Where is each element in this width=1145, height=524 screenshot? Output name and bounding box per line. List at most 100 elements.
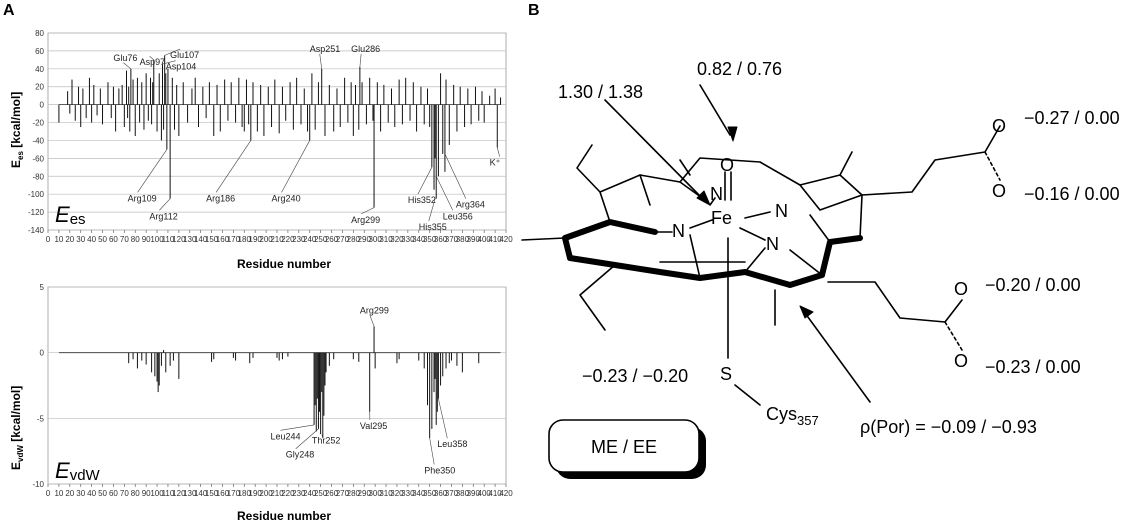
c2-x-tick-label: 140: [194, 489, 208, 498]
c1-x-tick-label: 10: [54, 235, 63, 244]
c2-annotation-leader: [438, 398, 448, 439]
c1-y-tick-label: -80: [32, 172, 44, 181]
c1-x-tick-label: 310: [379, 235, 393, 244]
c1-x-tick-label: 130: [183, 235, 197, 244]
c1-annotation-label: K⁺: [490, 158, 501, 168]
heme-structure: [521, 84, 1001, 479]
c1-y-tick-label: -100: [28, 190, 45, 199]
c2-x-tick-label: 340: [412, 489, 426, 498]
c1-annotation-label: Arg240: [272, 193, 301, 203]
c1-y-tick-label: 20: [35, 83, 44, 92]
c2-x-tick-label: 110: [162, 489, 175, 498]
c1-x-tick-label: 330: [401, 235, 415, 244]
atom-o: O: [720, 155, 734, 175]
c1-y-tick-label: -60: [32, 154, 44, 163]
c2-x-tick-label: 40: [87, 489, 96, 498]
ees-bars: [58, 55, 502, 208]
c2-x-tick-label: 260: [325, 489, 339, 498]
atom-n-right: N: [775, 201, 788, 221]
c1-x-tick-label: 120: [172, 235, 186, 244]
c1-x-tick-label: 260: [325, 235, 339, 244]
c2-x-tick-label: 10: [54, 489, 63, 498]
atom-s: S: [720, 364, 732, 384]
c1-annotation-leader: [149, 56, 154, 61]
c1-x-tick-label: 90: [142, 235, 151, 244]
por-bond-1: [562, 219, 658, 241]
fe-n-back: [709, 197, 716, 206]
c1-annotation-leader: [417, 167, 433, 195]
c1-y-tick-label: -120: [28, 208, 45, 217]
c2-x-tick-label: 60: [109, 489, 118, 498]
c1-x-tick-label: 370: [445, 235, 459, 244]
ees-x-axis-label: Residue number: [237, 257, 331, 271]
c2-x-tick-label: 150: [205, 489, 219, 498]
oxo-arrow-line: [699, 84, 731, 136]
c2-x-tick-label: 350: [423, 489, 437, 498]
por-bond-12: [809, 214, 831, 243]
por-arrow-line: [804, 312, 871, 403]
c2-y-tick-label: -5: [37, 414, 45, 423]
c1-annotation-leader: [359, 53, 362, 68]
carboxyl-bot-1-value: −0.20 / 0.00: [985, 275, 1081, 295]
fe-arrow-line: [604, 99, 703, 199]
c2-x-tick-label: 370: [445, 489, 459, 498]
c1-x-tick-label: 270: [336, 235, 350, 244]
c2-x-tick-label: 220: [281, 489, 295, 498]
c1-x-tick-label: 200: [259, 235, 273, 244]
atom-n-back: N: [710, 184, 723, 204]
c2-x-tick-label: 130: [183, 489, 197, 498]
panel-b-letter: B: [528, 2, 540, 19]
c1-x-tick-label: 190: [249, 235, 263, 244]
c2-y-tick-label: 5: [40, 283, 45, 292]
legend-box-label: ME / EE: [591, 437, 657, 457]
c2-x-tick-label: 410: [488, 489, 502, 498]
c1-y-tick-label: -140: [28, 226, 45, 235]
c1-x-tick-label: 410: [488, 235, 502, 244]
por-arrowhead: [799, 305, 814, 319]
evdw-y-axis-label: EvdW [kcal/mol]: [9, 386, 25, 470]
c2-annotation-label: Phe350: [424, 465, 455, 475]
c1-x-tick-label: 70: [120, 235, 129, 244]
c1-x-tick-label: 250: [314, 235, 328, 244]
c1-annotation-label: Glu107: [170, 50, 199, 60]
c1-x-tick-label: 380: [456, 235, 470, 244]
c2-x-tick-label: 270: [336, 489, 350, 498]
c2-x-tick-label: 200: [259, 489, 273, 498]
c1-annotation-label: His352: [408, 195, 436, 205]
carboxyl-bot-2-value: −0.23 / 0.00: [985, 357, 1081, 377]
cys-label: Cys357: [766, 404, 819, 428]
por-back: [599, 157, 863, 239]
c1-x-tick-label: 320: [390, 235, 404, 244]
atom-o-top-2: O: [992, 181, 1006, 201]
c1-y-tick-label: -20: [32, 119, 44, 128]
c1-annotation-leader: [215, 140, 252, 193]
c1-x-tick-label: 40: [87, 235, 96, 244]
c1-x-tick-label: 150: [205, 235, 219, 244]
c2-x-tick-label: 0: [46, 489, 51, 498]
c1-annotation-leader: [361, 207, 375, 215]
c2-annotation-label: Gly248: [286, 450, 315, 460]
fe-value: 1.30 / 1.38: [558, 82, 643, 102]
por-bond-3: [819, 235, 863, 278]
c2-x-tick-label: 330: [401, 489, 415, 498]
c1-x-tick-label: 180: [238, 235, 252, 244]
por-bond-10: [744, 247, 766, 273]
c1-x-tick-label: 30: [76, 235, 85, 244]
por-value: ρ(Por) = −0.09 / −0.93: [860, 417, 1037, 437]
c1-annotation-leader: [428, 198, 436, 222]
c1-x-tick-label: 210: [270, 235, 284, 244]
methyl-right: [839, 151, 853, 176]
atom-fe: Fe: [711, 208, 732, 228]
c2-annotation-label: Leu358: [437, 439, 467, 449]
c2-x-tick-label: 50: [98, 489, 107, 498]
c2-x-tick-label: 120: [172, 489, 186, 498]
c2-x-tick-label: 290: [358, 489, 372, 498]
c2-x-tick-label: 360: [434, 489, 448, 498]
c2-x-tick-label: 250: [314, 489, 328, 498]
c1-annotation-label: Arg186: [206, 193, 235, 203]
c2-x-tick-label: 380: [456, 489, 470, 498]
c2-x-tick-label: 160: [216, 489, 230, 498]
c2-x-tick-label: 70: [120, 489, 129, 498]
c1-annotation-leader: [435, 176, 454, 211]
c1-x-tick-label: 390: [467, 235, 481, 244]
